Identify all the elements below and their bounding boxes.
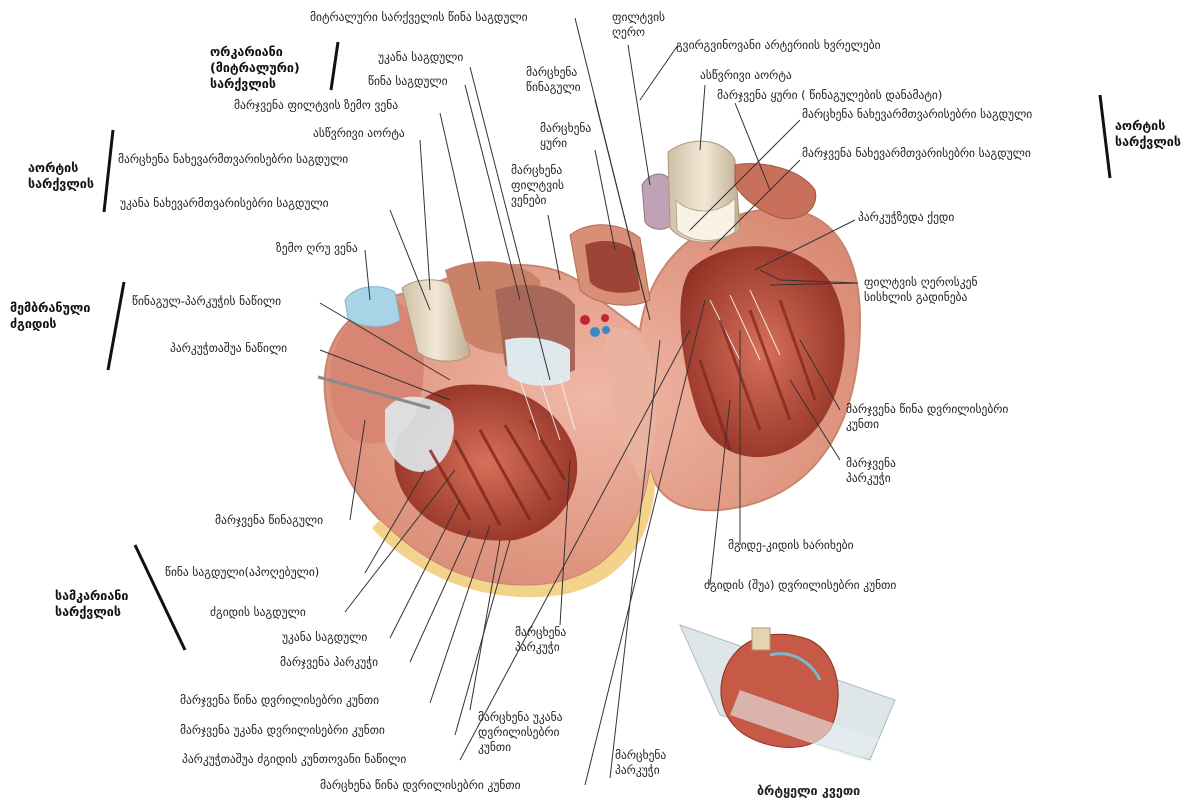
label-trabeculae: მგიდე-კიდის ხარიხები: [728, 538, 854, 553]
leader-line: [628, 45, 650, 185]
label-posterior-semilunar-cusp: უკანა ნახევარმთვარისებრი საგდული: [120, 196, 329, 211]
label-ascending-aorta-top: ასწვრივი აორტა: [700, 68, 792, 83]
label-left-semilunar-cusp-right: მარცხენა ნახევარმთვარისებრი საგდული: [802, 107, 1032, 122]
aortic-bracket-left: [104, 130, 113, 212]
group-tricuspid-valve: სამკარიანი სარქვლის: [55, 588, 128, 620]
leader-line: [700, 85, 705, 150]
tricuspid-bracket: [135, 545, 185, 650]
label-ascending-aorta: ასწვრივი აორტა: [313, 126, 405, 141]
label-septal-cusp: ძგიდის საგდული: [210, 605, 306, 620]
aortic-bracket-right: [1100, 95, 1110, 178]
label-superior-vena-cava: ზემო ღრუ ვენა: [276, 241, 358, 256]
label-right-semilunar-cusp-right: მარჯვენა ნახევარმთვარისებრი საგდული: [802, 146, 1031, 161]
label-left-ventricle-bottom: მარცხენა პარკუჭი: [615, 748, 666, 778]
coronary-vein-section-2: [602, 326, 610, 334]
inset-aorta: [752, 628, 770, 650]
label-posterior-cusp: უკანა საგდული: [378, 50, 463, 65]
label-interventricular-part: პარკუჭთაშუა ნაწილი: [170, 341, 287, 356]
right-auricle: [735, 164, 816, 219]
label-right-anterior-papillary-bottom: მარჯვენა წინა დვრილისებრი კუნთი: [180, 693, 379, 708]
label-left-ventricle-mid: მარცხენა პარკუჭი: [515, 625, 566, 655]
superior-vena-cava: [345, 287, 400, 327]
label-anterior-cusp-raised: წინა საგდული(აპოღებული): [165, 565, 319, 580]
label-atrioventricular-part: წინაგულ-პარკუჭის ნაწილი: [132, 294, 281, 309]
leader-line: [420, 140, 430, 290]
group-aortic-valve-left: აორტის სარქვლის: [28, 160, 94, 192]
leader-line: [640, 45, 678, 100]
mitral-bracket: [331, 42, 338, 90]
group-mitral-valve: ორკარიანი (მიტრალური) სარქვლის: [210, 44, 300, 92]
label-left-auricle: მარცხენა ყური: [540, 121, 591, 151]
label-left-anterior-papillary: მარცხენა წინა დვრილისებრი კუნთი: [320, 778, 521, 793]
label-right-pulmonary-vein: მარჯვენა ფილტვის ზემო ვენა: [234, 98, 398, 113]
group-membranous-septum: მემბრანული ძგიდის: [10, 300, 90, 332]
group-aortic-valve-right: აორტის სარქვლის: [1115, 118, 1181, 150]
label-left-semilunar-cusp: მარცხენა ნახევარმთვარისებრი საგდული: [118, 152, 348, 167]
coronary-artery-section-2: [601, 314, 609, 322]
membranous-bracket: [108, 282, 124, 370]
label-muscular-septum: პარკუჭთაშუა ძგიდის კუნთოვანი ნაწილი: [182, 752, 406, 767]
label-right-auricle: მარჯვენა ყური ( წინაგულების დანამატი): [717, 88, 942, 103]
label-left-posterior-papillary: მარცხენა უკანა დვრილისებრი კუნთი: [478, 710, 563, 755]
label-section-caption: ბრტყელი კვეთი: [757, 783, 860, 798]
label-anterior-cusp: წინა საგდული: [368, 74, 448, 89]
label-right-atrium: მარჯვენა წინაგული: [215, 513, 323, 528]
label-right-ventricle: მარჯვენა პარკუჭი: [846, 456, 896, 486]
label-posterior-cusp-bottom: უკანა საგდული: [282, 630, 367, 645]
label-right-ventricle-bottom: მარჯვენა პარკუჭი: [280, 655, 378, 670]
inset-heart: [680, 625, 895, 760]
label-left-pulmonary-veins: მარცხენა ფილტვის ვენები: [511, 163, 564, 208]
label-supraventricular-crest: პარკუჭზედა ქედი: [858, 210, 954, 225]
label-right-posterior-papillary: მარჯვენა უკანა დვრილისებრი კუნთი: [180, 723, 385, 738]
coronary-vein-section: [590, 327, 600, 337]
label-septal-papillary: ძგიდის (შუა) დვრილისებრი კუნთი: [704, 578, 896, 593]
coronary-artery-section: [580, 315, 590, 325]
label-pulmonary-trunk: ფილტვის ღერო: [612, 10, 665, 40]
label-coronary-orifices: გვირგვინოვანი არტერიის ხვრელები: [676, 38, 881, 53]
label-right-anterior-papillary: მარჯვენა წინა დვრილისებრი კუნთი: [846, 402, 1008, 432]
label-pulmonary-outflow: ფილტვის ღეროსკენ სისხლის გადინება: [864, 275, 978, 305]
leader-line: [440, 113, 480, 290]
label-mitral-anterior-cusp: მიტრალური სარქველის წინა საგდული: [310, 10, 528, 25]
label-left-atrium: მარცხენა წინაგული: [526, 65, 581, 95]
